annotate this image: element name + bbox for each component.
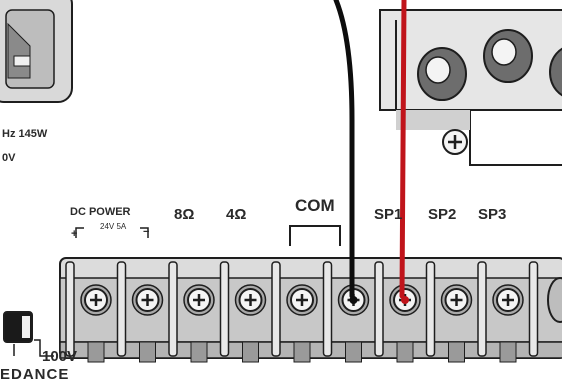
sp3-label: SP3 [478, 206, 507, 223]
black-wire-end [349, 296, 358, 304]
wire-group [333, 0, 409, 304]
terminal-rib-end [528, 261, 539, 357]
knob-3 [549, 47, 562, 97]
terminal-5 [271, 261, 318, 363]
ohm4-label: 4Ω [226, 206, 247, 223]
voltage-label: 0V [2, 152, 16, 164]
black-wire [333, 0, 355, 299]
terminal-2 [116, 261, 164, 363]
com-bracket [289, 225, 341, 246]
dc-plus-label: + [71, 228, 78, 240]
side-post [547, 277, 562, 323]
ohm8-label: 8Ω [174, 206, 195, 223]
terminal-1 [65, 261, 112, 363]
dc-power-symbol [75, 227, 149, 238]
knob-1 [417, 47, 467, 101]
terminal-3 [168, 261, 215, 363]
terminal-8 [425, 261, 473, 363]
dc-power-label: DC POWER [70, 206, 131, 218]
sp1-label: SP1 [374, 206, 403, 223]
impedance-switch [3, 311, 54, 357]
terminal-9 [477, 261, 524, 363]
com-label: COM [295, 196, 335, 215]
dc-minus-label: − [143, 226, 150, 238]
terminal-4 [219, 261, 267, 363]
red-wire [399, 0, 407, 299]
impedance-label: EDANCE [0, 366, 70, 383]
knob-2 [483, 29, 533, 83]
dc-rating-label: 24V 5A [100, 222, 127, 231]
red-wire-end [401, 296, 409, 304]
sp2-label: SP2 [428, 206, 457, 223]
switch-100v-label: 100V [42, 348, 78, 365]
power-inlet [0, 0, 73, 103]
module-screw [442, 129, 468, 155]
power-rating-label: Hz 145W [2, 128, 48, 140]
